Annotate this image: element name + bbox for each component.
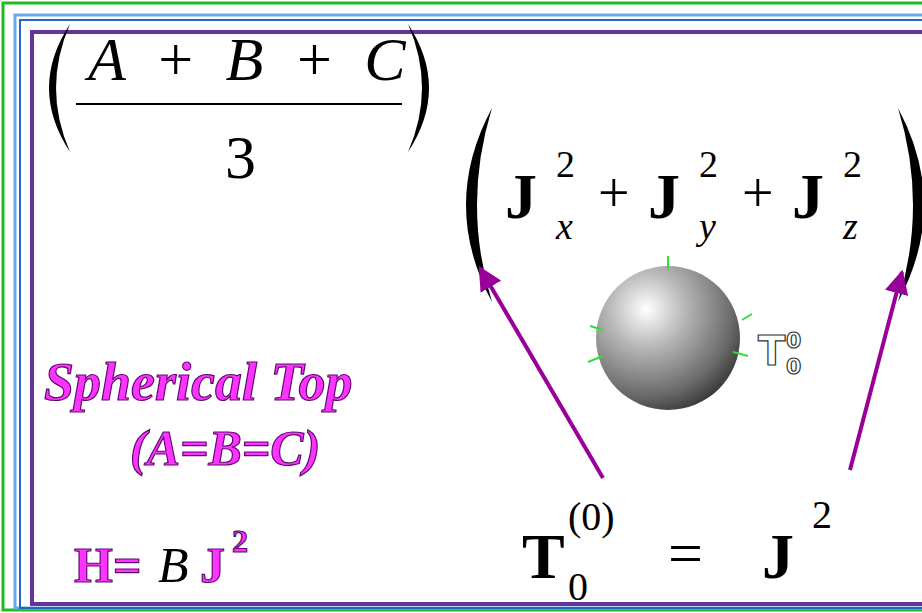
subscript: x <box>556 205 573 249</box>
numerator: A + B + C <box>88 24 406 95</box>
operator-symbol: J <box>200 537 225 595</box>
blue-border-inner <box>20 20 922 608</box>
operator-symbol: J <box>505 160 537 234</box>
superscript: 0 <box>786 328 801 353</box>
operator-symbol: J <box>648 160 680 234</box>
equals-sign: = <box>668 518 703 589</box>
operator-symbol: J <box>762 520 794 594</box>
tensor-symbol: T <box>758 328 785 374</box>
rotational-constant: B <box>158 537 189 595</box>
left-paren <box>466 108 492 302</box>
superscript: 2 <box>843 143 862 187</box>
condition: (A=B=C) <box>130 420 320 478</box>
subscript: 0 <box>568 564 588 610</box>
pointer-arrow <box>850 272 902 470</box>
superscript: 2 <box>556 143 575 187</box>
subscript: 0 <box>786 354 801 379</box>
superscript: (0) <box>568 494 615 540</box>
operator-symbol: J <box>792 160 824 234</box>
tensor-symbol: T <box>522 520 565 594</box>
purple-border <box>32 32 922 604</box>
outer-border <box>3 3 922 610</box>
sphere-ticks <box>588 256 752 362</box>
heading: Spherical Top <box>44 351 353 413</box>
pointer-arrow <box>480 268 603 478</box>
superscript: 2 <box>232 523 248 560</box>
sphere <box>596 266 740 410</box>
hamiltonian-symbol: H= <box>74 537 141 595</box>
superscript: 2 <box>812 492 832 538</box>
blue-border <box>15 15 922 608</box>
right-paren <box>408 24 429 152</box>
subscript: z <box>843 205 858 249</box>
denominator: 3 <box>225 122 256 193</box>
plus-sign: + <box>598 161 630 225</box>
fraction-bar <box>76 103 402 105</box>
left-paren <box>49 24 70 152</box>
plus-sign: + <box>742 161 774 225</box>
superscript: 2 <box>699 143 718 187</box>
subscript: y <box>699 205 716 249</box>
